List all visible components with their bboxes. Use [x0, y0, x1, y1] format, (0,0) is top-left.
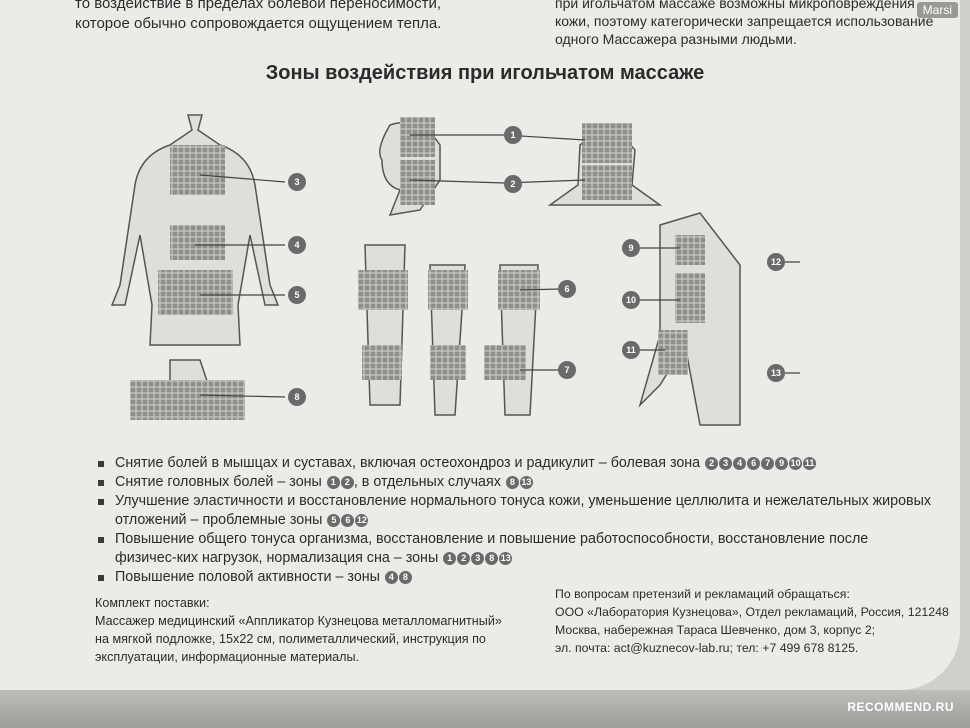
zone-1-grid: [400, 117, 435, 157]
zone-badge-1: [504, 126, 522, 144]
text-line: одного Массажера разными людьми.: [555, 31, 797, 47]
text-line: то воздействие в пределах болевой перено…: [75, 0, 442, 12]
zone-label: 10: [626, 295, 636, 305]
text-line: при игольчатом массаже возможны микропов…: [555, 0, 915, 11]
zone-label: 7: [564, 365, 569, 375]
zone-label: 9: [628, 243, 633, 253]
zone-badge-3: [288, 173, 306, 191]
text-line: эл. почта: act@kuznecov-lab.ru; тел: +7 …: [555, 641, 859, 655]
zone-6-grid: [358, 270, 408, 310]
zone-4-grid: [170, 225, 225, 260]
zone-badge-10: [622, 291, 640, 309]
zone-label: 13: [771, 368, 781, 378]
legs-back-figure: [364, 244, 406, 406]
indications-list: Снятие болей в мышцах и суставах, включа…: [92, 454, 932, 587]
text-line: Москва, набережная Тараса Шевченко, дом …: [555, 623, 876, 637]
zone-label: 6: [564, 284, 569, 294]
zone-badge-4: [288, 236, 306, 254]
zone-8-grid: [130, 380, 245, 420]
text-line: эксплуатации, информационные материалы.: [95, 650, 360, 664]
zone-label: 4: [294, 240, 299, 250]
item-text: Повышение половой активности – зоны: [115, 569, 380, 585]
item-text: Снятие болей в мышцах и суставах, включа…: [115, 455, 701, 471]
zone-badge-13: [767, 364, 785, 382]
zone-label: 8: [294, 392, 299, 402]
zone-badge-9: [622, 239, 640, 257]
recommend-watermark: RECOMMEND.RU: [847, 700, 954, 714]
zone-badge-5: [288, 286, 306, 304]
text-line: По вопросам претензий и рекламаций обращ…: [555, 587, 850, 601]
item-text: Повышение общего тонуса организма, восст…: [115, 531, 869, 566]
zone-7-grid: [362, 345, 402, 380]
text-line: кожи, поэтому категорически запрещается …: [555, 13, 934, 29]
zone-badge-2: [504, 175, 522, 193]
zone-label: 1: [510, 130, 515, 140]
zone-5-grid: [158, 270, 233, 315]
text-line: ООО «Лаборатория Кузнецова», Отдел рекла…: [555, 605, 949, 619]
zone-6b-grid: [428, 270, 468, 310]
item-text: Улучшение эластичности и восстановление …: [115, 493, 932, 528]
contact-info: По вопросам претензий и рекламаций обращ…: [555, 585, 955, 657]
top-left-text: то воздействие в пределах болевой перено…: [75, 0, 505, 34]
massage-zones-diagram: 1 2 3 4 5 6 7 8 9 10 11 12 13: [110, 114, 800, 426]
list-item: Улучшение эластичности и восстановление …: [92, 492, 932, 530]
text-line: Комплект поставки:: [95, 596, 210, 610]
item-text: Снятие головных болей – зоны: [115, 474, 322, 490]
zone-label: 5: [294, 290, 299, 300]
zone-10-grid: [675, 273, 705, 323]
zone-3-grid: [170, 145, 225, 195]
text-line: Массажер медицинский «Аппликатор Кузнецо…: [95, 614, 502, 628]
zone-badge-8: [288, 388, 306, 406]
zone-1b-grid: [582, 123, 632, 163]
package-contents: Комплект поставки: Массажер медицинский …: [95, 594, 535, 666]
zone-badge-7: [558, 361, 576, 379]
zone-2b-grid: [582, 165, 632, 200]
zone-label: 3: [294, 177, 299, 187]
zone-badge-11: [622, 341, 640, 359]
text-line: которое обычно сопровождается ощущением …: [75, 15, 442, 32]
zone-7c-grid: [484, 345, 526, 380]
zone-label: 2: [510, 179, 515, 189]
zone-9-grid: [675, 235, 705, 265]
list-item: Повышение общего тонуса организма, восст…: [92, 530, 932, 568]
text-line: на мягкой подложке, 15x22 см, полиметалл…: [95, 632, 486, 646]
zone-badge-6: [558, 280, 576, 298]
zone-2-grid: [400, 160, 435, 205]
page-title: Зоны воздействия при игольчатом массаже: [265, 62, 705, 84]
item-text: , в отдельных случаях: [353, 474, 501, 490]
zone-badge-12: [767, 253, 785, 271]
zone-label: 11: [626, 345, 636, 355]
watermark: Marsi: [916, 2, 958, 18]
list-item: Снятие болей в мышцах и суставах, включа…: [92, 454, 932, 473]
zone-label: 12: [771, 257, 781, 267]
zone-11-grid: [658, 330, 688, 375]
package-edge: [0, 690, 970, 728]
top-right-text: при игольчатом массаже возможны микропов…: [555, 0, 935, 48]
zone-7b-grid: [430, 345, 466, 380]
